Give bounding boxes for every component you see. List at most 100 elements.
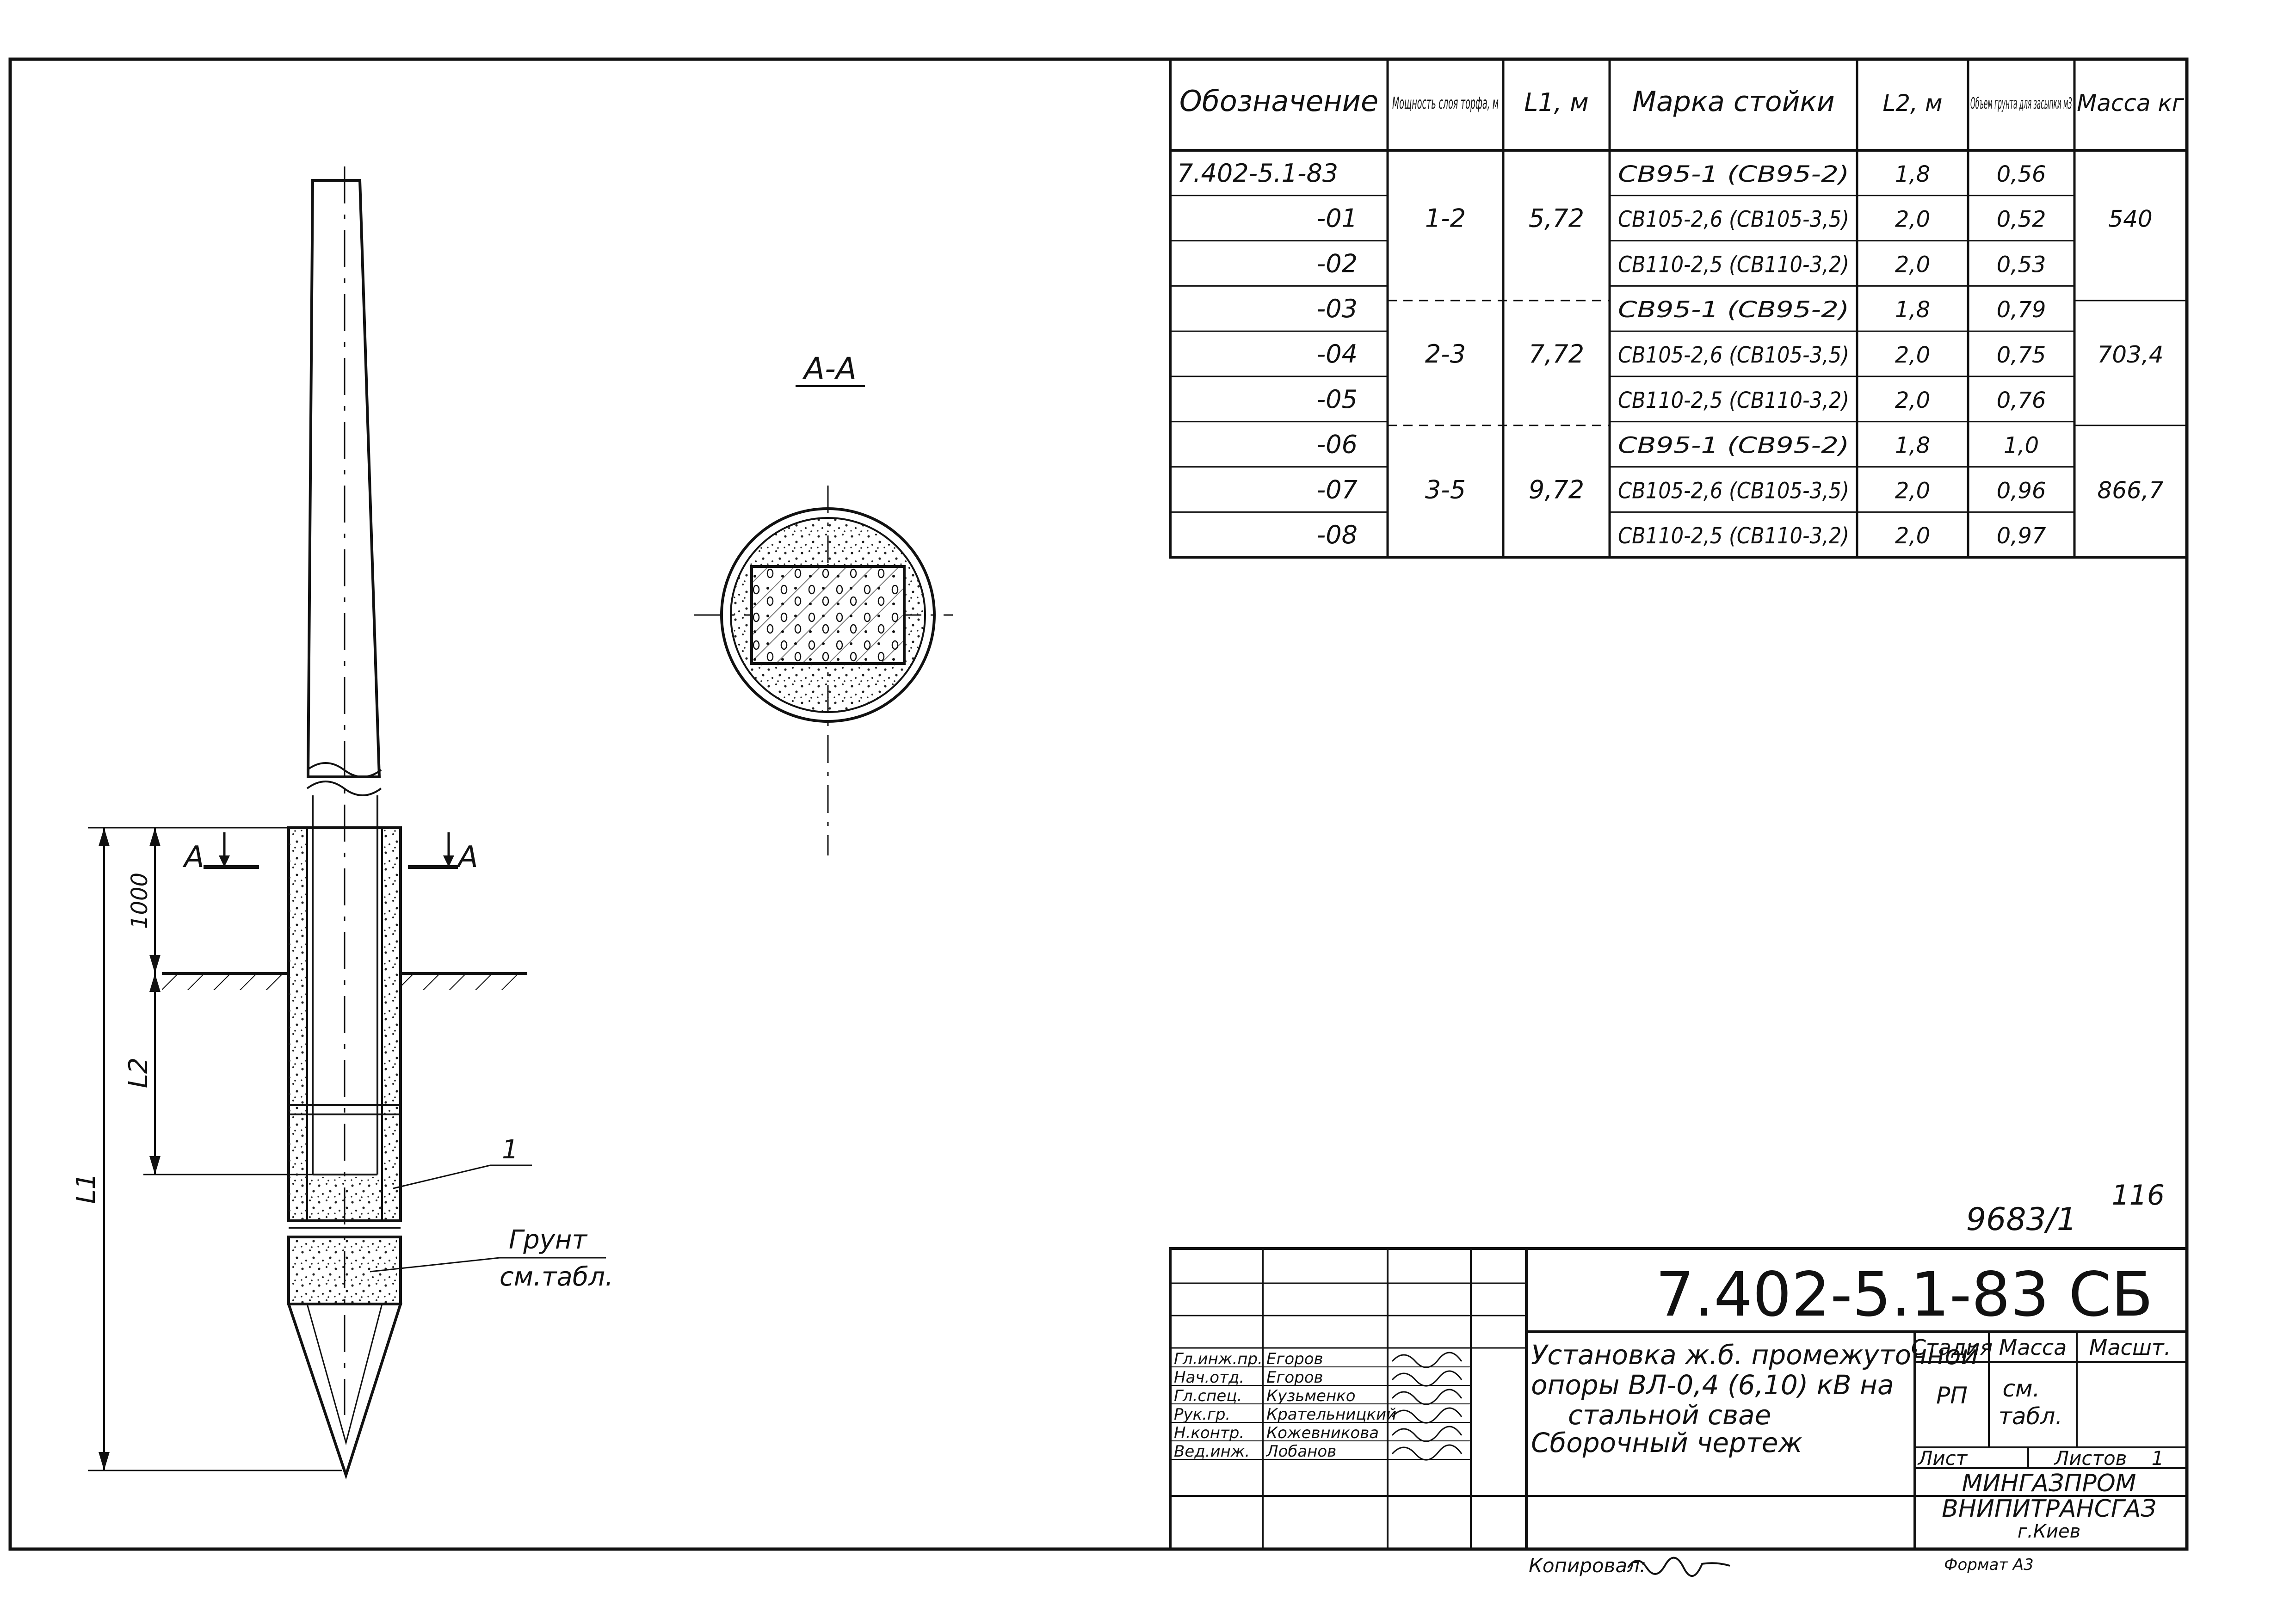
spec-cell-r6-c5: 1,0 [2004,433,2039,459]
th-designation: Обозначение [1179,84,1378,118]
spec-cell-r7-c2: 9,72 [1529,475,1584,504]
spec-cell-r1-c3: СВ105-2,6 (СВ105-3,5) [1618,207,1849,233]
spec-cell-r1-c1: 1-2 [1425,204,1466,233]
signatory-name: Крательницкий [1266,1405,1396,1424]
section-a-a: А-А [694,351,953,855]
spec-cell-r4-c0: -04 [1317,339,1358,369]
signatory-name: Кузьменко [1266,1387,1356,1405]
spec-cell-r2-c4: 2,0 [1895,252,1930,277]
sheet-label: Лист [1917,1447,1968,1470]
signature-mark [1391,1370,1463,1387]
spec-cell-r3-c5: 0,79 [1997,297,2046,323]
signature-mark [1391,1352,1463,1368]
spec-cell-r8-c3: СВ110-2,5 (СВ110-3,2) [1618,523,1849,549]
signature-mark [1391,1407,1463,1424]
pole-upper [306,179,381,778]
dim-1000: 1000 [127,873,153,929]
title-line: стальной свае [1568,1399,1771,1431]
signature-mark [1391,1444,1463,1461]
th-l1: L1, м [1524,88,1589,117]
th-soil-volume: Объем грунта для засыпки м3 [1970,94,2072,113]
th-mass: Масса кг [2077,90,2184,117]
spec-cell-r7-c4: 2,0 [1895,478,1930,504]
th-peat-layer: Мощность слоя торфа, м [1392,94,1499,113]
pile-tube-wall-right [381,827,401,1222]
th-pole-mark: Марка стойки [1632,86,1835,118]
spec-cell-r4-c6: 703,4 [2097,341,2163,368]
soil-fill [292,1177,397,1221]
mass-value-2: табл. [1999,1403,2062,1430]
section-outer-circle [720,507,936,723]
spec-cell-r7-c6: 866,7 [2097,477,2163,504]
dim-l1: L1 [71,1173,101,1204]
pile-tube-wall-left [288,827,308,1222]
callout-soil-2: см.табл. [500,1262,613,1292]
org-line: МИНГАЗПРОМ [1962,1470,2136,1497]
spec-cell-r7-c5: 0,96 [1997,478,2046,504]
spec-cell-r5-c0: -05 [1317,385,1358,414]
title-line: Сборочный чертеж [1531,1427,1802,1458]
title-line: опоры ВЛ-0,4 (6,10) кВ на [1531,1369,1894,1401]
spec-cell-r0-c4: 1,8 [1895,161,1930,187]
spec-cell-r6-c4: 1,8 [1895,433,1930,459]
signatory-role: Нач.отд. [1174,1368,1244,1387]
org-line: ВНИПИТРАНСГАЗ [1942,1495,2156,1523]
signatory-role: Гл.инж.пр. [1174,1350,1263,1368]
archive-number: 9683/1 [1966,1201,2077,1238]
section-mark-left: А [182,840,204,874]
spec-table: Обозначение Мощность слоя торфа, м L1, м… [1169,58,2188,559]
sheets-value: 1 [2152,1447,2164,1470]
signatory-role: Рук.гр. [1174,1405,1230,1424]
pile-assembly: А А 1000 L2 L1 1 Грунт см.табл. [71,166,613,1480]
spec-cell-r1-c5: 0,52 [1997,207,2046,233]
spec-cell-r0-c3: СВ95-1 (СВ95-2) [1618,161,1849,187]
spec-cell-r4-c1: 2-3 [1425,339,1466,369]
signatory-name: Лобанов [1265,1442,1336,1461]
sheet-border [8,57,2189,1551]
spec-cell-r2-c3: СВ110-2,5 (СВ110-3,2) [1618,252,1849,277]
spec-cell-r4-c4: 2,0 [1895,342,1930,368]
spec-cell-r0-c5: 0,56 [1997,161,2046,187]
spec-cell-r8-c0: -08 [1317,520,1358,549]
callout-soil-1: Грунт [509,1225,588,1255]
spec-cell-r5-c4: 2,0 [1895,388,1930,413]
scale-label: Масшт. [2089,1335,2171,1360]
copied-by: Копировал: [1529,1554,1646,1577]
section-mark-right: А [456,840,478,874]
signatory-name: Кожевникова [1266,1424,1379,1442]
pole-break [306,762,382,778]
spec-cell-r4-c2: 7,72 [1529,339,1584,369]
mass-value-1: см. [2002,1375,2040,1402]
th-l2: L2, м [1882,90,1942,117]
title-line: Установка ж.б. промежуточной [1531,1339,1978,1371]
spec-cell-r3-c4: 1,8 [1895,297,1930,323]
dim-l2: L2 [123,1058,154,1089]
stage-label: Стадия [1911,1335,1993,1360]
signatory-role: Гл.спец. [1174,1387,1242,1405]
signatories: Гл.инж.пр.ЕгоровНач.отд.ЕгоровГл.спец.Ку… [1170,1350,1471,1461]
spec-cell-r1-c6: 540 [2108,206,2152,233]
spec-cell-r7-c0: -07 [1317,475,1358,504]
spec-cell-r1-c4: 2,0 [1895,207,1930,233]
signatory-role: Вед.инж. [1174,1442,1250,1461]
title-block: 9683/1 116 Гл.инж.пр.ЕгоровНач.отд.Егоро… [1169,1179,2188,1577]
signature-mark [1391,1426,1463,1442]
signatory-role: Н.контр. [1174,1424,1244,1442]
mass-label: Масса [1999,1335,2067,1360]
doc-code: 7.402-5.1-83 СБ [1655,1259,2153,1330]
spec-cell-r1-c2: 5,72 [1529,204,1584,233]
spec-cell-r4-c5: 0,75 [1997,342,2046,368]
spec-cell-r5-c3: СВ110-2,5 (СВ110-3,2) [1618,388,1849,413]
format-label: Формат А3 [1944,1556,2034,1574]
spec-cell-r3-c0: -03 [1317,294,1358,323]
section-label: А-А [802,351,857,387]
spec-cell-r3-c3: СВ95-1 (СВ95-2) [1618,297,1849,323]
org-line: г.Киев [2018,1521,2080,1542]
ground-hatch-left [162,973,289,990]
callout-1: 1 [502,1135,518,1165]
spec-cell-r6-c0: -06 [1317,430,1358,459]
